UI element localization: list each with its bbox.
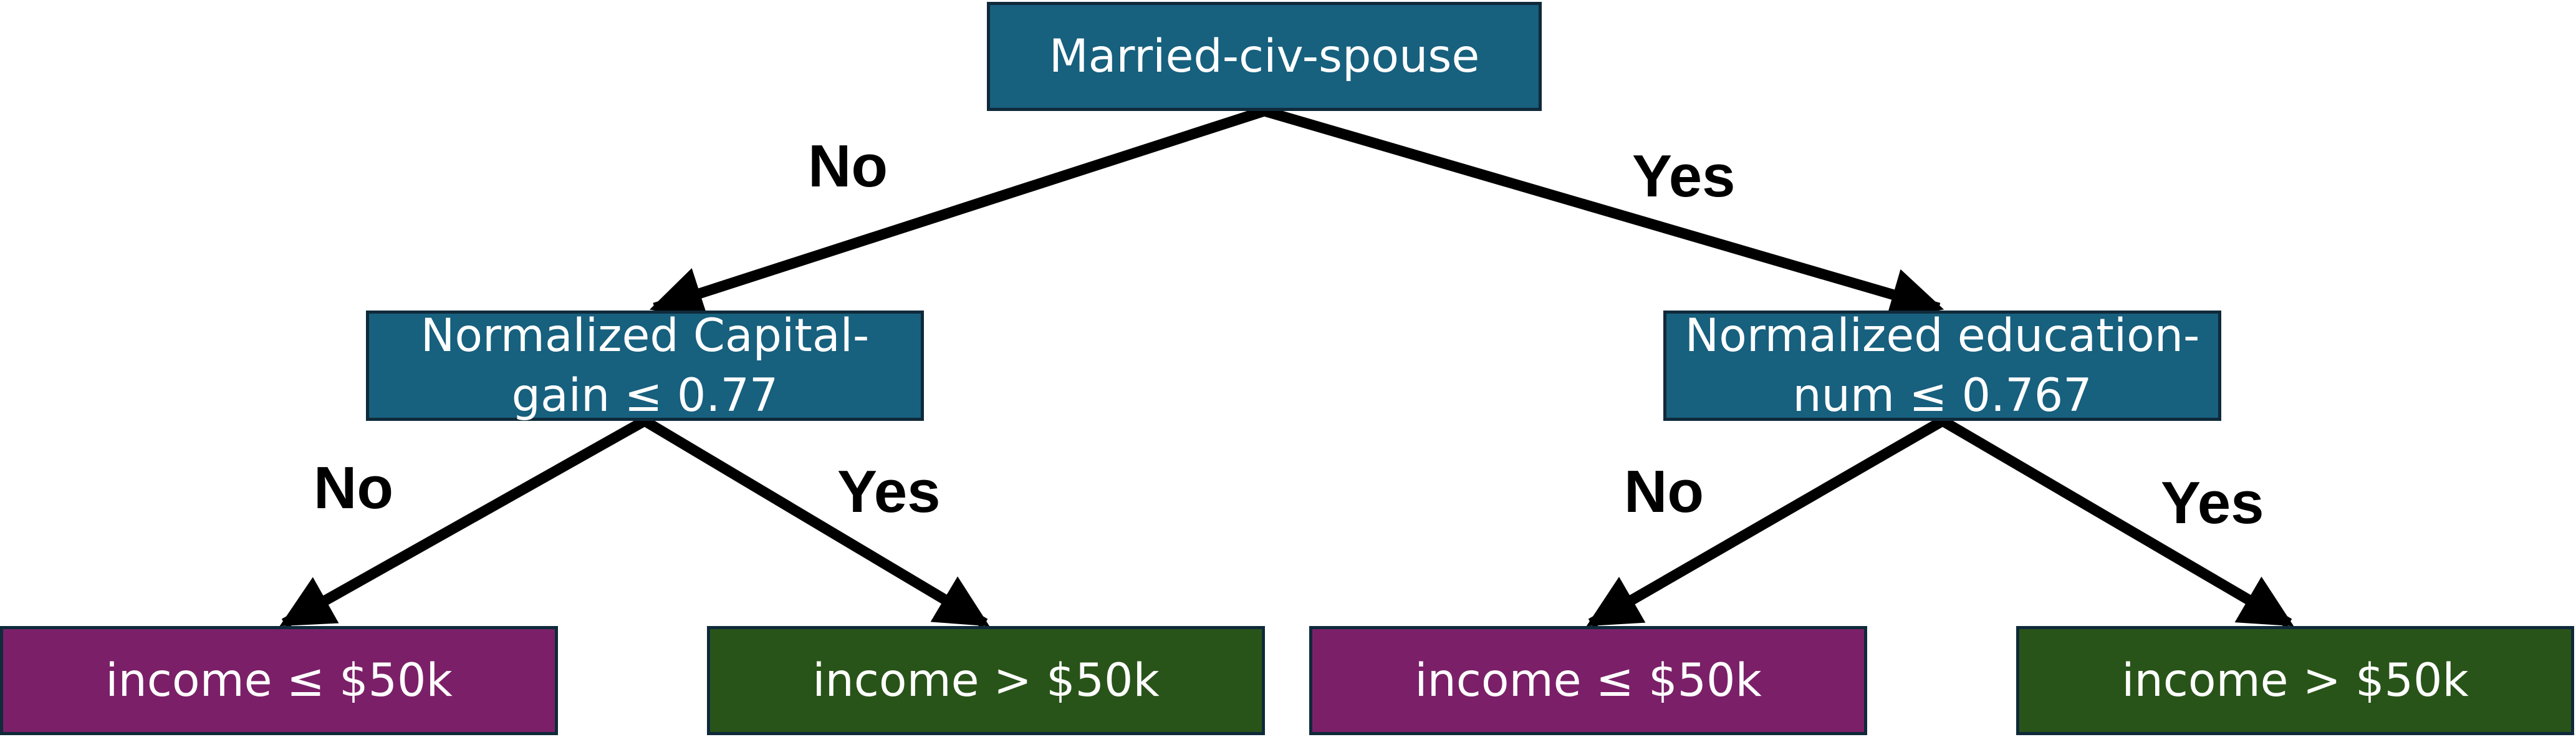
leaf-node-1: income ≤ $50k <box>0 626 558 735</box>
edge-capital-gain-to-leaf-1 <box>279 416 648 629</box>
edge-label-root-yes: Yes <box>1632 143 1736 210</box>
edge-education-num-to-leaf-4 <box>1939 416 2294 629</box>
leaf-node-1-label: income ≤ $50k <box>105 653 453 707</box>
edge-capital-gain-to-leaf-2 <box>642 416 990 629</box>
education-num-node-line-1: Normalized education- <box>1684 309 2200 362</box>
root-node: Married-civ-spouse <box>987 2 1542 111</box>
edge-root-to-education-num <box>1262 105 1944 320</box>
edge-label-capital-gain-no: No <box>314 455 393 521</box>
capital-gain-node-line-2: gain ≤ 0.77 <box>511 369 779 422</box>
capital-gain-node: Normalized Capital- gain ≤ 0.77 <box>366 309 924 422</box>
edge-education-num-to-leaf-3 <box>1586 416 1946 629</box>
root-node-label: Married-civ-spouse <box>1049 29 1480 83</box>
education-num-node-line-2: num ≤ 0.767 <box>1792 369 2092 422</box>
edge-label-root-no: No <box>808 133 888 200</box>
edge-root-to-capital-gain <box>649 105 1266 319</box>
leaf-node-3: income ≤ $50k <box>1309 626 1867 735</box>
edge-label-education-num-no: No <box>1624 458 1704 525</box>
edge-label-capital-gain-yes: Yes <box>837 458 941 525</box>
capital-gain-node-line-1: Normalized Capital- <box>420 309 870 362</box>
leaf-node-4: income > $50k <box>2016 626 2574 735</box>
leaf-node-2-label: income > $50k <box>812 653 1160 707</box>
education-num-node: Normalized education- num ≤ 0.767 <box>1663 309 2221 422</box>
leaf-node-4-label: income > $50k <box>2122 653 2469 707</box>
edge-label-education-num-yes: Yes <box>2161 470 2264 536</box>
leaf-node-3-label: income ≤ $50k <box>1415 653 1762 707</box>
leaf-node-2: income > $50k <box>707 626 1265 735</box>
